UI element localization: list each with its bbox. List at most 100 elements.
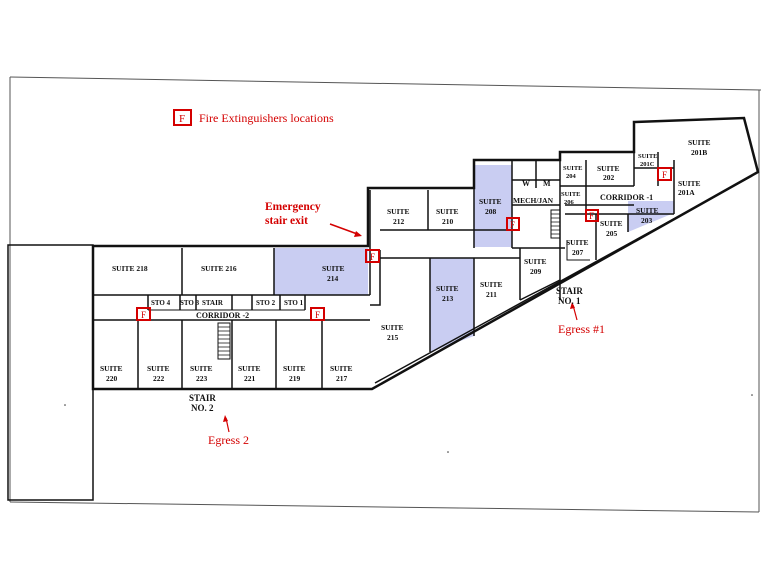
suite-205-number: 205 [606,229,618,238]
suite-221-label: SUITE [238,364,261,373]
stair-no-1-shaft [550,209,561,239]
egress-1-label: Egress #1 [558,322,605,336]
legend-extinguisher-icon [173,109,192,126]
suite-201c-label: SUITE [638,153,658,160]
suite-201a-label: SUITE [678,179,701,188]
extinguisher-corridor1 [585,209,599,222]
extinguisher-emergency-stair [365,249,380,263]
suite-204-label: SUITE [563,165,583,172]
suite-211-number: 211 [486,290,497,299]
suite-223-label: SUITE [190,364,213,373]
suite-219-number: 219 [289,374,301,383]
fire-extinguishers: F F F F F F F [136,109,672,321]
diagonal-wall-inner [374,175,753,384]
sto-4-label: STO 4 [151,299,171,307]
extinguisher-suite-208 [506,217,520,231]
speck [447,451,449,453]
highlighted-suites [274,165,674,352]
suite-201b-number: 201B [691,148,707,157]
corridor-1-label: CORRIDOR -1 [600,193,653,202]
stair-label-small: STAIR [202,299,224,307]
stair-2-label-a: STAIR [189,393,216,403]
stair-no-1-rail [566,240,590,261]
highlight-203 [628,201,674,232]
stair-1-label-a: STAIR [556,286,583,296]
egress-2-label: Egress 2 [208,433,249,447]
highlight-213 [430,258,474,352]
egress-2-arrowhead [223,415,228,422]
suite-201b-label: SUITE [688,138,711,147]
west-walls [93,248,371,389]
suite-214-number: 214 [327,274,339,283]
extinguisher-letter: F [589,211,594,221]
extinguisher-letter: F [179,113,185,125]
suite-208-label: SUITE [479,197,502,206]
emergency-label-line1: Emergency [265,201,321,213]
highlight-208 [474,165,512,247]
suite-202-number: 202 [603,173,615,182]
stair-1-label-b: NO. 1 [558,296,581,306]
page-border [9,76,761,91]
sto-2-label: STO 2 [256,299,276,307]
speck [751,394,753,396]
left-wing [7,244,94,501]
restroom-m-label: M [543,179,551,188]
corridor-2-label: CORRIDOR -2 [196,311,249,320]
suite-201a-number: 201A [678,188,695,197]
suite-210-number: 210 [442,217,454,226]
mech-jan-label: MECH/JAN [513,196,554,205]
suite-211-label: SUITE [480,280,503,289]
extinguisher-letter: F [662,170,667,180]
egress-1-arrowhead [570,302,575,309]
stair-no-2-treads [218,326,230,356]
suite-214-label: SUITE [322,264,345,273]
extinguisher-letter: F [141,310,146,320]
extinguisher-letter: F [370,252,375,262]
emergency-arrowhead [354,231,362,237]
speck [64,404,66,406]
restroom-w-label: W [522,179,530,188]
highlight-214 [274,248,368,295]
suite-222-label: SUITE [147,364,170,373]
suite-204-number: 204 [566,173,577,180]
extinguisher-corridor2-west [136,307,151,321]
suite-220-number: 220 [106,374,118,383]
extinguisher-letter: F [510,220,515,230]
suite-213-label: SUITE [436,284,459,293]
suite-216-label: SUITE 216 [201,264,237,273]
suite-210-label: SUITE [436,207,459,216]
suite-207-number: 207 [572,248,584,257]
suite-217-number: 217 [336,374,348,383]
suite-215-number: 215 [387,333,399,342]
suite-217-label: SUITE [330,364,353,373]
extinguisher-suite-201 [657,167,672,181]
suite-203-number: 203 [641,216,653,225]
suite-209-label: SUITE [524,257,547,266]
stair-no-2-shaft [217,322,231,360]
suite-212-number: 212 [393,217,405,226]
suite-222-number: 222 [153,374,165,383]
suite-215-label: SUITE [381,323,404,332]
suite-220-label: SUITE [100,364,123,373]
legend-text: Fire Extinguishers locations [199,111,334,125]
suite-218-label: SUITE 218 [112,264,148,273]
suite-206-number: 206 [564,199,575,206]
sto-3-label: STO 3 [180,299,200,307]
suite-206-label: SUITE [561,191,581,198]
suite-201c-number: 201C [640,161,655,168]
suite-202-label: SUITE [597,164,620,173]
stair-2-label-b: NO. 2 [191,403,214,413]
emergency-label-line2: stair exit [265,215,308,227]
extinguisher-corridor2-east [310,307,325,321]
building-outline [91,116,760,391]
emergency-arrow [329,223,361,236]
suite-labels-small: SUITE 204 SUITE 206 SUITE 202 SUITE 201C… [561,138,711,206]
suite-213-number: 213 [442,294,454,303]
suite-209-number: 209 [530,267,542,276]
suite-221-number: 221 [244,374,256,383]
suite-208-number: 208 [485,207,497,216]
stair-no-1-treads [551,213,560,235]
suite-labels: SUITE 218 SUITE 216 SUITE 214 SUITE 220 … [100,197,659,383]
suite-212-label: SUITE [387,207,410,216]
